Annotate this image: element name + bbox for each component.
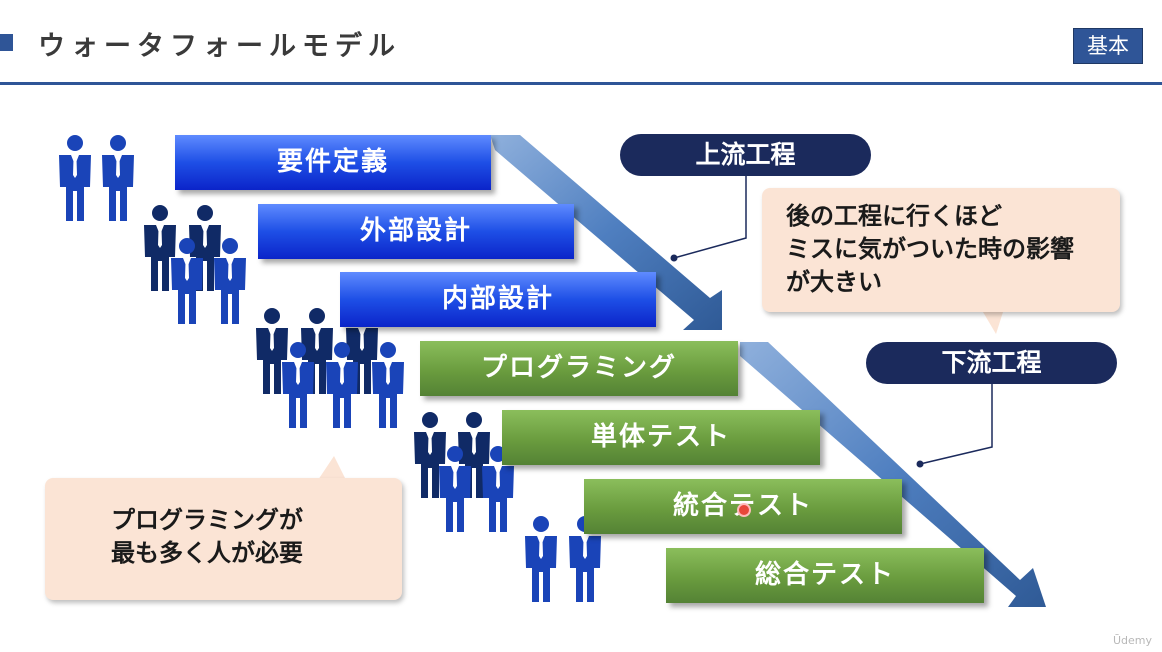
cursor-pointer-icon <box>737 503 751 517</box>
stage-system-test: 総合テスト <box>666 548 984 603</box>
person-icon <box>326 342 358 428</box>
stage-requirements: 要件定義 <box>175 135 491 190</box>
impact-note-line-3: が大きい <box>786 268 882 296</box>
staffing-note-line-2: 最も多く人が必要 <box>111 539 303 567</box>
impact-note-line-1: 後の工程に行くほど <box>786 202 1002 230</box>
title-marker <box>0 34 13 51</box>
person-icon <box>282 342 314 428</box>
staffing-note-line-1: プログラミングが <box>111 506 303 534</box>
person-icon <box>214 238 246 324</box>
downstream-label: 下流工程 <box>866 342 1117 384</box>
person-icon <box>144 205 176 291</box>
person-icon <box>171 238 203 324</box>
person-icon <box>372 342 404 428</box>
person-icon <box>525 516 557 602</box>
person-icon <box>439 446 471 532</box>
impact-note-line-2: ミスに気がついた時の影響 <box>786 235 1074 263</box>
page-title: ウォータフォールモデル <box>38 31 401 62</box>
person-icon <box>102 135 134 221</box>
stage-internal-design: 内部設計 <box>340 272 656 327</box>
staffing-note: プログラミングが 最も多く人が必要 <box>45 478 402 600</box>
stage-external-design: 外部設計 <box>258 204 574 259</box>
stage-unit-test: 単体テスト <box>502 410 820 465</box>
impact-note: 後の工程に行くほど ミスに気がついた時の影響 が大きい <box>762 188 1120 312</box>
header-rule <box>0 82 1162 85</box>
level-badge: 基本 <box>1073 28 1143 64</box>
watermark-logo: Ūdemy <box>1113 634 1153 647</box>
stage-programming: プログラミング <box>420 341 738 396</box>
person-icon <box>59 135 91 221</box>
upstream-label: 上流工程 <box>620 134 871 176</box>
person-icon <box>256 308 288 394</box>
person-icon <box>414 412 446 498</box>
